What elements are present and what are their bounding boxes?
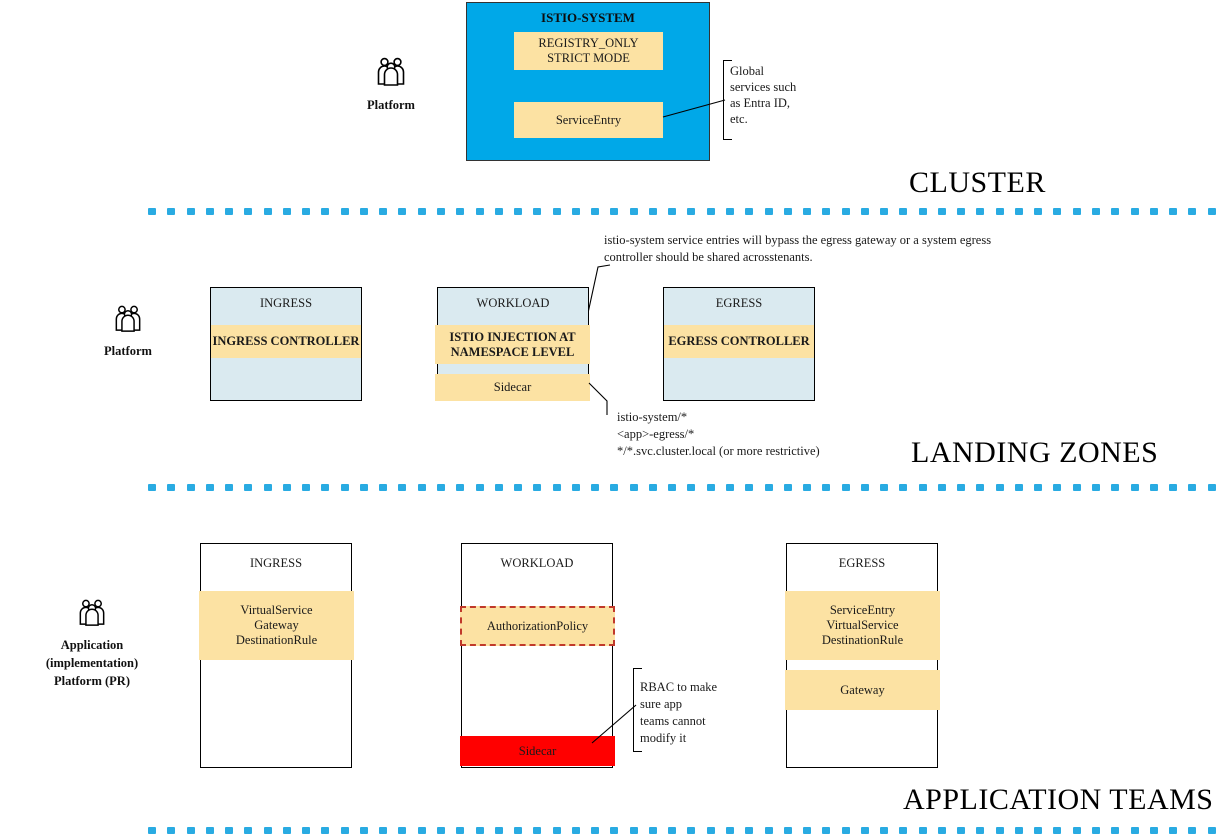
global-services-callout: Global services such as Entra ID, etc. [730, 64, 797, 126]
landing-zone-top-note: istio-system service entries will bypass… [604, 233, 992, 264]
app-egress-resources-label: ServiceEntry VirtualService DestinationR… [821, 603, 904, 647]
lz-egress-controller-label: EGRESS CONTROLLER [668, 334, 810, 348]
registry-only-strict-mode-band[interactable]: REGISTRY_ONLY STRICT MODE [514, 32, 663, 70]
zone-divider-application-teams [148, 826, 1216, 834]
rbac-note-leader [591, 704, 637, 744]
app-workload-box[interactable]: WORKLOAD [461, 543, 613, 768]
zone-title-cluster: CLUSTER [909, 166, 1046, 199]
app-sidecar-band[interactable]: Sidecar [460, 736, 615, 766]
app-authorization-policy-band[interactable]: AuthorizationPolicy [460, 606, 615, 646]
app-ingress-resources-label: VirtualService Gateway DestinationRule [235, 603, 318, 647]
people-group-icon [82, 304, 174, 337]
lz-sidecar-band[interactable]: Sidecar [435, 374, 590, 401]
lz-egress-controller-band[interactable]: EGRESS CONTROLLER [664, 325, 814, 358]
lz-ingress-controller-label: INGRESS CONTROLLER [212, 334, 360, 348]
people-group-icon [32, 598, 152, 631]
actor-label: Platform [367, 98, 415, 112]
actor-label: Application (implementation) Platform (P… [45, 638, 139, 688]
app-egress-header: EGRESS [838, 556, 886, 570]
zone-title-landing-zones: LANDING ZONES [911, 436, 1159, 469]
lz-istio-injection-band[interactable]: ISTIO INJECTION AT NAMESPACE LEVEL [435, 325, 590, 364]
rbac-note-bracket [633, 668, 642, 752]
zone-title-application-teams: APPLICATION TEAMS [903, 783, 1214, 816]
actor-platform-landing: Platform [82, 304, 174, 360]
lz-workload-header: WORKLOAD [476, 296, 550, 310]
service-entry-leader-line [662, 99, 726, 118]
zone-divider-landing-zones [148, 483, 1216, 491]
landing-zone-paths-leader [588, 382, 608, 415]
app-egress-gateway-band[interactable]: Gateway [785, 670, 940, 710]
lz-ingress-header: INGRESS [259, 296, 313, 310]
app-sidecar-label: Sidecar [518, 743, 557, 758]
service-entry-band[interactable]: ServiceEntry [514, 102, 663, 138]
app-workload-header: WORKLOAD [500, 556, 574, 570]
app-ingress-header: INGRESS [249, 556, 303, 570]
lz-ingress-controller-band[interactable]: INGRESS CONTROLLER [211, 325, 361, 358]
landing-zone-top-note-leader [587, 264, 611, 314]
app-egress-gateway-label: Gateway [840, 682, 885, 697]
lz-istio-injection-label: ISTIO INJECTION AT NAMESPACE LEVEL [449, 329, 576, 359]
actor-platform-cluster: Platform [345, 56, 437, 114]
app-egress-resources-band[interactable]: ServiceEntry VirtualService DestinationR… [785, 591, 940, 660]
lz-sidecar-label: Sidecar [493, 380, 532, 394]
global-services-bracket [723, 60, 732, 140]
registry-only-strict-mode-label: REGISTRY_ONLY STRICT MODE [538, 36, 639, 65]
zone-divider-cluster [148, 207, 1216, 215]
app-authorization-policy-label: AuthorizationPolicy [486, 618, 589, 633]
landing-zone-paths-note: istio-system/* <app>-egress/* */*.svc.cl… [617, 410, 820, 458]
lz-egress-header: EGRESS [715, 296, 763, 310]
actor-label: Platform [104, 344, 152, 358]
people-group-icon [345, 56, 437, 91]
actor-application-teams: Application (implementation) Platform (P… [32, 598, 152, 690]
service-entry-label: ServiceEntry [555, 112, 622, 127]
rbac-note: RBAC to make sure app teams cannot modif… [640, 680, 718, 745]
istio-system-header: ISTIO-SYSTEM [541, 10, 635, 25]
app-ingress-resources-band[interactable]: VirtualService Gateway DestinationRule [199, 591, 354, 660]
